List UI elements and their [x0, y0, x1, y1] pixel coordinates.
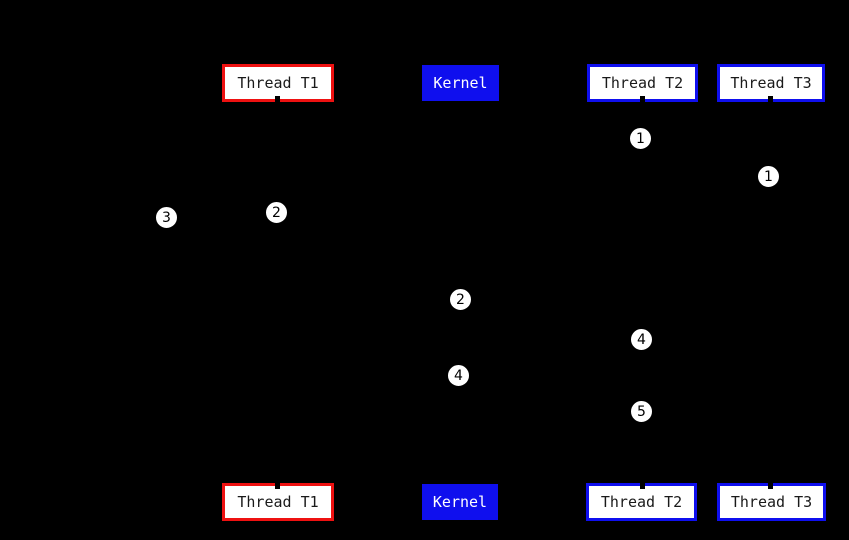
actor-box-thread-t2-bottom: Thread T2: [586, 483, 697, 521]
marker-2-kernel: 2: [449, 288, 472, 311]
actor-box-thread-t3-top: Thread T3: [717, 64, 825, 102]
lifeline-stub-thread-t1-bottom: [275, 482, 280, 489]
lifeline-thread-t2: [641, 101, 643, 483]
lifeline-stub-thread-t2-top: [640, 96, 645, 103]
lifeline-thread-t1: [276, 101, 278, 483]
marker-2-thread-t1: 2: [265, 201, 288, 224]
marker-5-thread-t2: 5: [630, 400, 653, 423]
marker-4-kernel: 4: [447, 364, 470, 387]
lifeline-thread-t3: [770, 101, 772, 483]
lifeline-stub-thread-t2-bottom: [640, 482, 645, 489]
actor-box-kernel-top: Kernel: [422, 65, 499, 101]
lifeline-stub-thread-t3-top: [768, 96, 773, 103]
marker-4-thread-t2: 4: [630, 328, 653, 351]
actor-box-kernel-bottom: Kernel: [422, 484, 498, 520]
marker-1-thread-t3: 1: [757, 165, 780, 188]
lifeline-stub-thread-t3-bottom: [768, 482, 773, 489]
marker-1-thread-t2: 1: [629, 127, 652, 150]
lifeline-stub-thread-t1-top: [275, 96, 280, 103]
marker-3-left-thread-t1: 3: [155, 206, 178, 229]
actor-box-thread-t1-top: Thread T1: [222, 64, 334, 102]
